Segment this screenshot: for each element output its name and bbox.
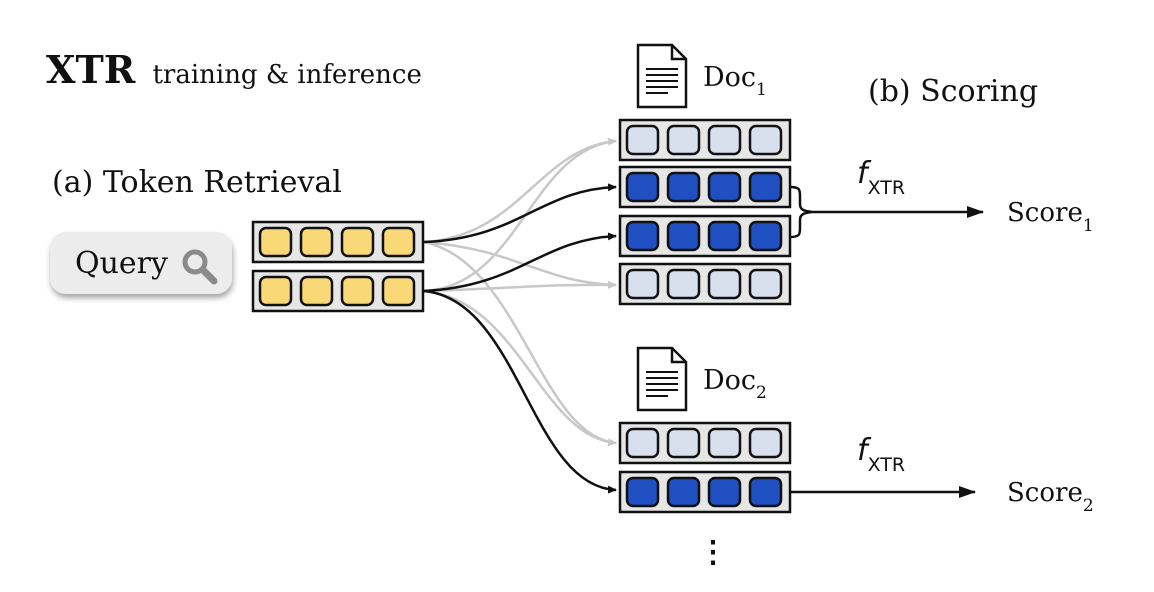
doc1-token-row-retrieved xyxy=(618,214,792,258)
document-icon xyxy=(636,346,688,412)
token-embedding xyxy=(666,427,701,459)
token-embedding xyxy=(258,226,293,258)
token-embedding xyxy=(666,124,701,156)
doc1-token-rows xyxy=(618,118,792,306)
doc2-token-rows xyxy=(618,421,792,514)
token-embedding xyxy=(707,268,742,300)
token-embedding xyxy=(625,220,660,252)
section-a-label: (a) Token Retrieval xyxy=(52,165,342,200)
query-token-row xyxy=(251,220,425,264)
token-embedding xyxy=(625,268,660,300)
doc1-header: Doc1 xyxy=(636,43,767,109)
link-q2-d1r1 xyxy=(423,137,617,293)
token-embedding xyxy=(707,124,742,156)
doc2-token-row xyxy=(618,421,792,465)
score2-index: 2 xyxy=(1083,496,1094,516)
token-embedding xyxy=(748,220,783,252)
token-embedding xyxy=(340,275,375,307)
more-docs-ellipsis: ⋮ xyxy=(698,535,728,570)
score2-name: Score xyxy=(1007,478,1083,508)
link-q2-d2r2 xyxy=(423,289,617,494)
fxtr-label-2: fXTR xyxy=(857,433,905,476)
doc1-token-row-retrieved xyxy=(618,165,792,209)
doc2-index: 2 xyxy=(756,383,767,403)
token-embedding xyxy=(748,171,783,203)
link-q2-d2r1 xyxy=(423,289,617,447)
link-q1-d1r4 xyxy=(423,240,617,289)
fxtr-label-1: fXTR xyxy=(857,156,905,199)
doc1-name: Doc xyxy=(703,62,756,93)
link-q1-d1r2 xyxy=(423,183,617,244)
token-embedding xyxy=(625,124,660,156)
svg-text:Score1: Score1 xyxy=(1007,198,1094,236)
token-embedding xyxy=(258,275,293,307)
token-embedding xyxy=(381,226,416,258)
fxtr-sub: XTR xyxy=(868,454,906,476)
section-b-label: (b) Scoring xyxy=(868,74,1038,109)
search-icon xyxy=(182,249,218,285)
svg-text:XTR training & inference: XTR training & inference xyxy=(46,47,422,92)
token-embedding xyxy=(340,226,375,258)
token-embedding xyxy=(748,476,783,508)
svg-text:Doc1: Doc1 xyxy=(703,62,767,100)
link-q2-d1r4 xyxy=(423,280,617,293)
token-embedding xyxy=(666,171,701,203)
document-icon xyxy=(636,43,688,109)
score-brace xyxy=(789,185,813,239)
token-embedding xyxy=(666,220,701,252)
token-embedding xyxy=(707,427,742,459)
score1-index: 1 xyxy=(1083,216,1094,236)
token-embedding xyxy=(381,275,416,307)
query-token-rows xyxy=(251,220,425,313)
token-embedding xyxy=(748,268,783,300)
token-embedding xyxy=(748,124,783,156)
link-q1-d2r1 xyxy=(423,240,617,447)
doc2-header: Doc2 xyxy=(636,346,767,412)
doc1-index: 1 xyxy=(756,80,767,100)
token-embedding xyxy=(666,268,701,300)
svg-text:Score2: Score2 xyxy=(1007,478,1094,516)
token-embedding xyxy=(625,476,660,508)
retrieval-links xyxy=(423,137,617,494)
query-label: Query xyxy=(75,246,168,281)
doc1-token-row xyxy=(618,262,792,306)
doc2-name: Doc xyxy=(703,365,756,396)
query-token-row xyxy=(251,269,425,313)
svg-text:Doc2: Doc2 xyxy=(703,365,767,403)
token-embedding xyxy=(707,220,742,252)
query-button[interactable]: Query xyxy=(50,232,232,294)
link-q2-d1r3 xyxy=(423,232,617,293)
doc2-token-row-retrieved xyxy=(618,470,792,514)
token-embedding xyxy=(707,171,742,203)
token-embedding xyxy=(625,427,660,459)
fxtr-sub: XTR xyxy=(868,177,906,199)
score1-name: Score xyxy=(1007,198,1083,228)
token-embedding xyxy=(625,171,660,203)
title-sub: training & inference xyxy=(152,60,421,90)
doc1-token-row xyxy=(618,118,792,162)
token-embedding xyxy=(707,476,742,508)
token-embedding xyxy=(299,275,334,307)
title-main: XTR xyxy=(46,47,136,92)
token-embedding xyxy=(299,226,334,258)
token-embedding xyxy=(748,427,783,459)
token-embedding xyxy=(666,476,701,508)
